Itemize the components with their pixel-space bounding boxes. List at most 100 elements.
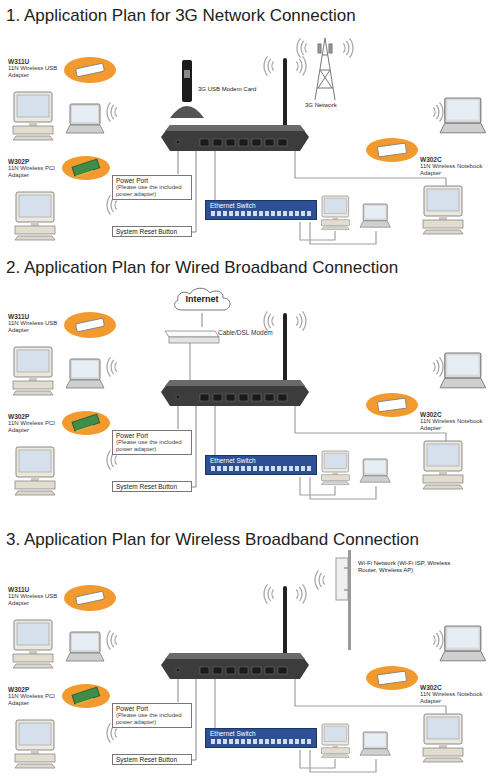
node-title: System Reset Button: [116, 756, 188, 763]
cable-dsl-modem: [165, 331, 219, 343]
wireless-router: [226, 667, 235, 674]
3g-tower: [315, 38, 335, 100]
device-label: 3G Network: [305, 102, 360, 109]
leader-line: [192, 406, 196, 487]
usb-modem-stand: [184, 70, 190, 78]
desktop-pc: [15, 764, 55, 768]
cable-connector: [201, 313, 202, 327]
desktop-pc: [321, 724, 349, 758]
adapter-callout: W302C11N Wireless Notebook Adapter: [420, 156, 500, 177]
laptop: [66, 104, 104, 133]
desktop-pc: [439, 744, 447, 748]
cable: [310, 222, 376, 244]
device-label: Wi-Fi Network (Wi-Fi ISP, Wireless Route…: [358, 560, 458, 574]
wifi-wave: [264, 311, 267, 330]
section-heading: 1. Application Plan for 3G Network Conne…: [6, 6, 356, 26]
adapter-callout: W311U11N Wireless USB Adapter: [8, 586, 68, 607]
wireless-router: [161, 380, 309, 406]
notebook-adapter-callout: [366, 393, 418, 417]
laptop: [360, 204, 390, 227]
node-subtitle: (Please use the included power adapter): [116, 439, 188, 453]
leader-line: [178, 406, 179, 429]
desktop-pc: [15, 192, 55, 240]
adapter-callout: W302P11N Wireless PCI Adapter: [8, 413, 68, 434]
wifi-wave: [436, 105, 439, 119]
wifi-wave: [303, 311, 306, 330]
node-title: W302C: [420, 411, 500, 418]
wifi-wave: [433, 636, 435, 645]
pci-adapter-callout: [62, 684, 110, 708]
wifi-wave: [107, 723, 110, 742]
desktop-pc: [324, 726, 346, 741]
wireless-router: [213, 139, 222, 146]
wifi-wave: [315, 570, 318, 589]
pci-adapter-callout: [76, 698, 94, 705]
laptop: [66, 125, 104, 133]
desktop-pc: [423, 475, 463, 483]
laptop: [66, 359, 104, 388]
laptop: [365, 461, 386, 474]
wifi-wave: [343, 44, 345, 53]
desktop-pc: [321, 451, 349, 485]
cable: [310, 477, 376, 499]
cable: [300, 750, 335, 768]
wireless-router: [200, 394, 209, 401]
wireless-router: [176, 395, 180, 399]
notebook-adapter-callout: [377, 143, 406, 157]
node-title: W302C: [420, 156, 500, 163]
wireless-router: [176, 668, 180, 672]
laptop: [66, 380, 104, 388]
notebook-adapter-callout: [366, 393, 418, 417]
desktop-pc: [15, 447, 55, 495]
wifi-wave: [433, 108, 435, 117]
desktop-pc: [13, 347, 53, 395]
desktop-pc: [322, 196, 349, 217]
laptop: [363, 459, 387, 476]
3g-tower: [318, 44, 321, 53]
laptop: [440, 378, 486, 388]
desktop-pc: [423, 758, 463, 762]
desktop-pc: [333, 472, 339, 475]
wifi-wave: [433, 363, 435, 372]
wireless-router: [226, 394, 235, 401]
wireless-router: [226, 139, 235, 146]
adapter-callout: W311U11N Wireless USB Adapter: [8, 313, 68, 334]
wireless-router: [252, 139, 261, 146]
modem-device: Cable/DSL Modem: [160, 327, 303, 336]
device-label: 3G USB Modem Card: [198, 86, 258, 93]
desktop-pc: [13, 654, 53, 662]
desktop-pc: [15, 236, 55, 240]
usb-adapter-callout: [64, 57, 116, 83]
node-title: Internet: [185, 294, 218, 304]
desktop-pc: [31, 750, 39, 754]
wifi-wave: [303, 584, 306, 603]
wireless-router: [165, 380, 305, 386]
desktop-pc: [423, 220, 463, 228]
wireless-router: [213, 667, 222, 674]
node-title: W302P: [8, 158, 68, 165]
desktop-pc: [14, 347, 52, 377]
notebook-adapter-callout: [366, 138, 418, 162]
laptop: [445, 626, 481, 651]
wireless-router: [265, 394, 274, 401]
desktop-pc: [321, 220, 349, 226]
laptop: [447, 355, 478, 374]
wifi-tower: [344, 568, 348, 590]
node-title: W311U: [8, 58, 68, 65]
notebook-adapter-callout: [366, 138, 418, 162]
desktop-pc: [423, 748, 463, 756]
cable: [214, 679, 215, 728]
wifi-wave: [115, 363, 117, 372]
wifi-wave: [264, 56, 267, 75]
laptop: [363, 204, 387, 221]
desktop-pc: [439, 471, 447, 475]
desktop-pc: [13, 136, 53, 140]
desktop-pc: [321, 755, 349, 758]
node-title: W302P: [8, 413, 68, 420]
desktop-pc: [14, 620, 52, 650]
adapter-callout: W302C11N Wireless Notebook Adapter: [420, 684, 500, 705]
wifi-wave: [107, 357, 110, 376]
ethernet-switch: Ethernet Switch: [205, 455, 317, 475]
wifi-wave: [305, 44, 307, 53]
laptop: [70, 632, 100, 653]
